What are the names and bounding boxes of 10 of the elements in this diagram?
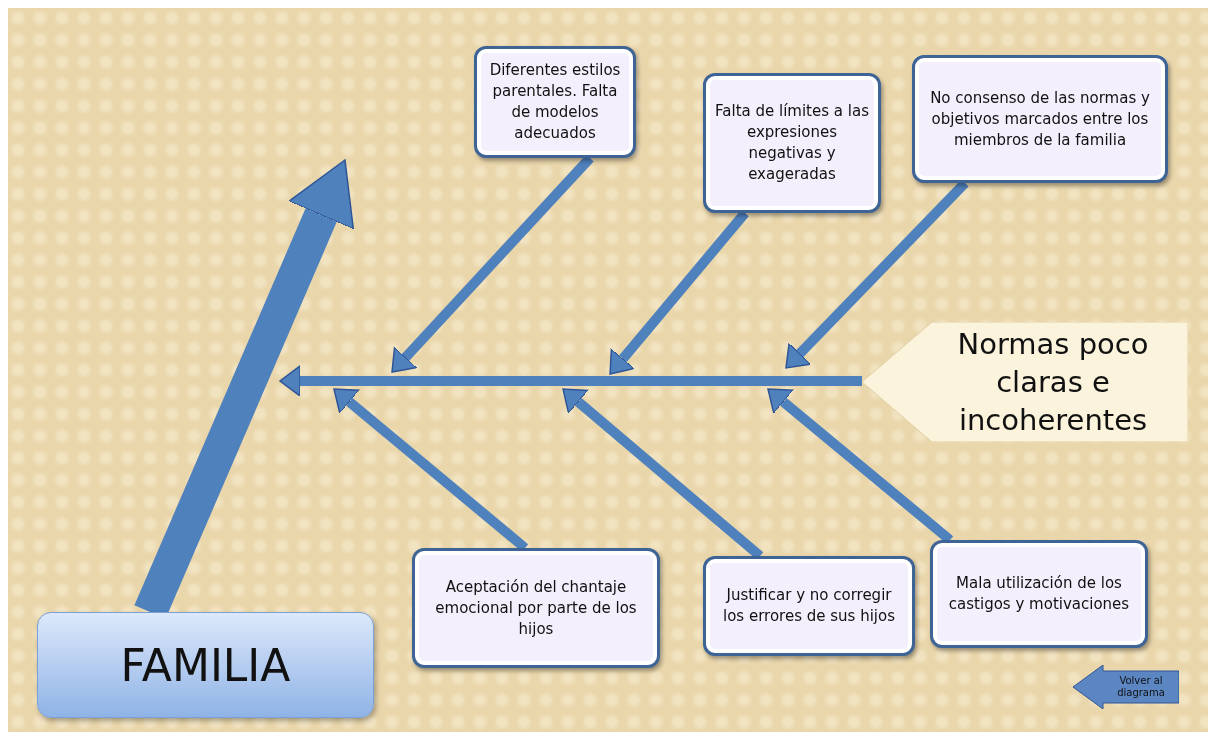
title-box: FAMILIA xyxy=(37,612,374,718)
cause-box: Diferentes estilos parentales. Falta de modelos adecuados xyxy=(474,46,636,158)
cause-box: Mala utilización de los castigos y motivaciones xyxy=(930,540,1148,648)
cause-box: Falta de límites a las expresiones negativas y exageradas xyxy=(703,73,881,213)
back-button: Volver al diagrama xyxy=(1073,665,1179,709)
effect-callout: Normas poco claras e incoherentes xyxy=(862,322,1188,442)
arrow xyxy=(279,365,862,397)
cause-box: Aceptación del chantaje emocional por parte de los hijos xyxy=(412,548,660,668)
cause-box: Justificar y no corregir los errores de sus hijos xyxy=(703,556,915,656)
cause-box: No consenso de las normas y objetivos marcados entre los miembros de la familia xyxy=(912,55,1168,183)
